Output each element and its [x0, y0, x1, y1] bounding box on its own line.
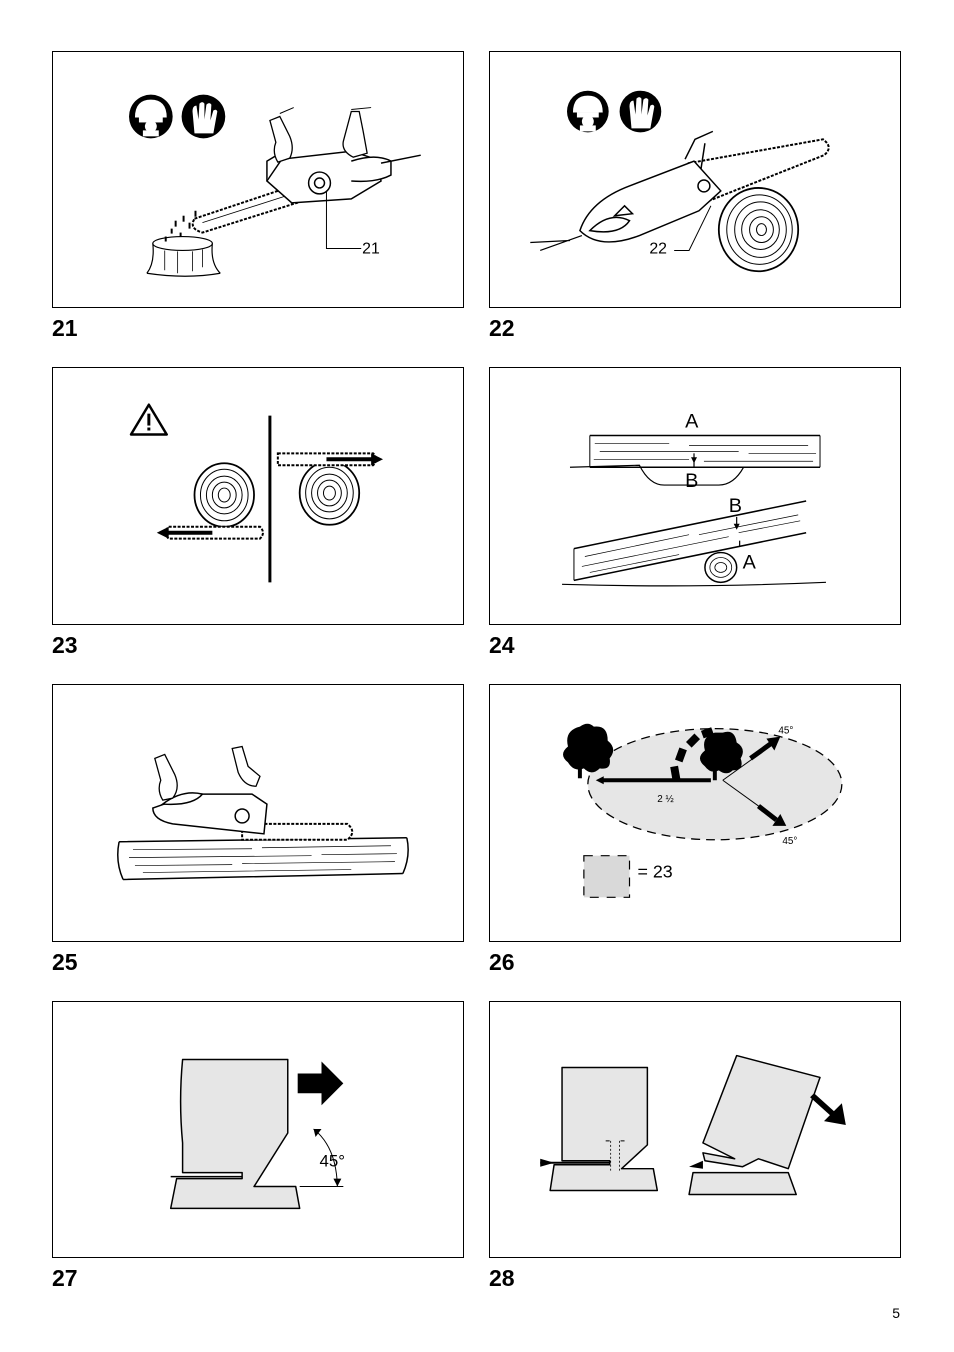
figure-25-frame — [52, 684, 464, 942]
page-number: 5 — [892, 1305, 900, 1321]
legend-swatch — [583, 855, 631, 898]
fall-direction-arrow — [810, 1093, 846, 1126]
gloves-icon — [181, 94, 226, 139]
escape-arrow-lower — [756, 804, 778, 822]
legend-equals-23: = 23 — [637, 861, 672, 881]
figure-27-frame: 45° — [52, 1001, 464, 1258]
tree-standing-left — [563, 723, 614, 779]
arrow-left-head — [156, 526, 169, 539]
figure-24-illustration: A B B A — [562, 411, 827, 587]
label-b-top: B — [685, 470, 698, 492]
helmet-face-protection-icon — [567, 90, 609, 133]
back-cut-arrow-right — [689, 1160, 703, 1169]
figure-23-frame — [52, 367, 464, 625]
label-2-half: 2 ½ — [657, 794, 674, 805]
angle-arc-head-bottom — [333, 1178, 342, 1187]
callout-21: 21 — [362, 240, 380, 257]
figure-28-illustration — [540, 1054, 846, 1196]
tree-to-fell — [699, 731, 743, 781]
log-end-rings — [717, 187, 800, 273]
label-45-degrees: 45° — [320, 1152, 346, 1171]
arrow-right-head — [371, 453, 384, 466]
figure-number-24: 24 — [489, 632, 515, 658]
figure-24-frame: A B B A — [489, 367, 901, 625]
figure-21-frame: 21 — [52, 51, 464, 308]
figure-number-22: 22 — [489, 315, 515, 341]
tree-trunk-notched — [169, 1058, 301, 1210]
figure-28-frame — [489, 1001, 901, 1258]
operator-hands — [269, 107, 372, 163]
figure-number-27: 27 — [52, 1265, 78, 1291]
log-end-rings-left — [193, 462, 255, 528]
label-a-top: A — [685, 411, 699, 433]
operator-hands — [154, 745, 261, 801]
chainsaw-body — [530, 130, 722, 252]
trunk-with-felling-cut — [549, 1066, 659, 1192]
figure-22-illustration: 22 — [530, 90, 830, 273]
callout-22: 22 — [649, 240, 667, 257]
figure-number-25: 25 — [52, 949, 78, 975]
warning-triangle-icon — [129, 403, 168, 436]
length-arrow-head — [595, 776, 604, 785]
angle-arc-head-top — [313, 1129, 322, 1137]
chainsaw-body — [152, 792, 268, 835]
falling-arc-dashes — [670, 727, 714, 780]
trunk-falling — [688, 1054, 821, 1196]
angle-label-upper: 45° — [778, 726, 793, 737]
figure-number-26: 26 — [489, 949, 515, 975]
figure-number-21: 21 — [52, 315, 78, 341]
figure-number-23: 23 — [52, 632, 78, 658]
figure-26-illustration: 2 ½ 45° 45° = 23 — [563, 723, 843, 898]
chainsaw-bar — [687, 138, 830, 203]
danger-zone-ellipse — [587, 728, 843, 841]
chainsaw-bar — [241, 822, 354, 841]
callout-leader-21 — [325, 190, 362, 249]
fall-direction-arrow — [297, 1061, 344, 1106]
angle-label-lower: 45° — [782, 836, 797, 847]
figure-23-illustration — [129, 403, 384, 583]
label-a-bottom: A — [743, 551, 757, 573]
back-cut-arrow — [540, 1158, 555, 1167]
figure-number-28: 28 — [489, 1265, 515, 1291]
figure-25-illustration — [117, 745, 409, 881]
escape-arrow-upper — [749, 740, 774, 761]
log-side-view — [117, 837, 409, 881]
arrow-b-head — [733, 523, 740, 530]
log-end-rings-right — [298, 460, 361, 526]
escape-arrow-upper-head — [766, 736, 781, 751]
callout-leader-22 — [674, 205, 712, 251]
log-supported-middle — [562, 500, 827, 587]
gloves-icon — [619, 90, 662, 133]
escape-arrow-lower-head — [772, 813, 787, 826]
helmet-face-protection-icon — [129, 94, 173, 139]
figure-27-illustration: 45° — [169, 1058, 346, 1210]
chainsaw-bar-underside — [164, 525, 264, 540]
label-b-bottom: B — [729, 495, 742, 517]
chainsaw-body — [265, 150, 421, 204]
figure-21-illustration: 21 — [129, 94, 421, 277]
figure-22-frame: 22 — [489, 51, 901, 308]
figure-26-frame: 2 ½ 45° 45° = 23 — [489, 684, 901, 942]
log-supported-ends — [569, 434, 821, 486]
tree-stump-drawing — [146, 235, 221, 277]
